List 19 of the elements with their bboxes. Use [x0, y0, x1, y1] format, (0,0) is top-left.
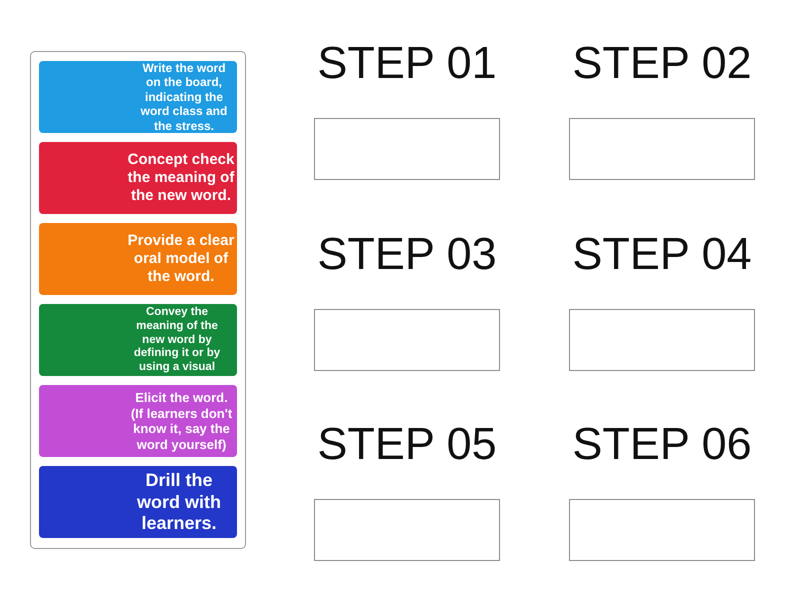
step-card: [39, 223, 237, 295]
card-text: Drill the word with learners.: [136, 470, 222, 535]
card-text: Convey the meaning of the new word by defining it or by using a visual: [132, 306, 222, 375]
step-heading: STEP 04: [572, 231, 752, 277]
card-text: Write the word on the board, indicating the word class and the stress.: [140, 61, 228, 133]
step-heading: STEP 03: [317, 231, 497, 277]
step-card: [39, 142, 237, 214]
step-heading: STEP 02: [572, 40, 752, 86]
step-card: [39, 304, 237, 376]
card-panel: [30, 51, 246, 549]
step-card: [39, 61, 237, 133]
step-card: [39, 466, 237, 538]
step-heading: STEP 06: [572, 421, 752, 467]
step-heading: STEP 05: [317, 421, 497, 467]
step-heading: STEP 01: [317, 40, 497, 86]
card-text: Concept check the meaning of the new word.: [126, 151, 236, 205]
step-card: [39, 385, 237, 457]
card-text: Provide a clear oral model of the word.: [126, 232, 236, 286]
card-text: Elicit the word. (If learners don't know it, say the word yourself): [130, 390, 234, 452]
